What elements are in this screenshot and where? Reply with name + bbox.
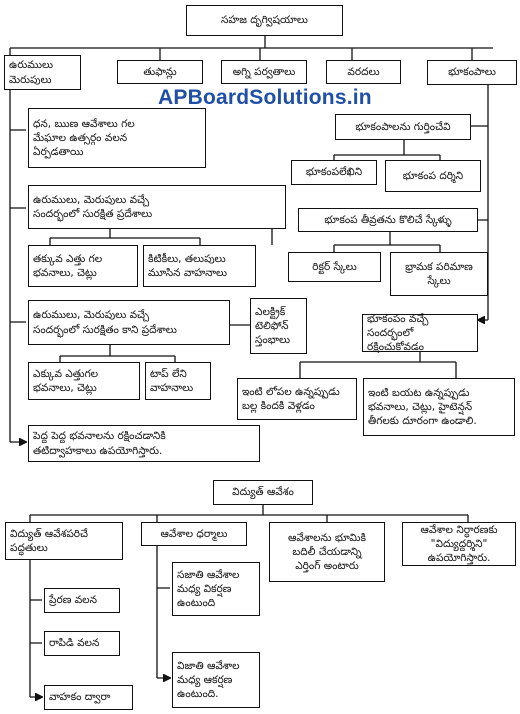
seismoscope: భూకంప దర్శిని (385, 160, 481, 192)
safe-places-heading: ఉరుములు, మెరుపులు వచ్చే సందర్భంలో సురక్ష… (28, 185, 286, 229)
charging-methods-heading: విద్యుత్ ఆవేశపరిచే పద్ధతులు (5, 522, 123, 560)
unsafe-places-heading: ఉరుములు, మెరుపులు వచ్చే సందర్భంలో సురక్ష… (28, 300, 230, 345)
electric-charge-title: విద్యుత్ ఆవేశం (213, 480, 313, 505)
watermark-logo: APBoardSolutions.in (158, 86, 372, 109)
indoors-protection: ఇంటి లోపల ఉన్నప్పుడు బల్ల కిందకి వెళ్లడం (237, 378, 357, 420)
like-charges-repel: సజాతి ఆవేశాల మధ్య వికర్షణ ఉంటుంది (172, 562, 260, 616)
earthing-definition: ఆవేశాలను భూమికి బదిలీ చేయడాన్ని ఎర్తింగ్… (269, 522, 385, 582)
safe-closed-vehicles: కిటికీలు, తలుపులు మూసిన వాహనాలు (143, 245, 256, 287)
intensity-scales: భూకంప తీవ్రతను కొలిచే స్కేళ్ళు (298, 208, 478, 232)
category-volcanoes: అగ్ని పర్వతాలు (221, 60, 307, 84)
richter-scale: రిక్టర్ స్కేలు (288, 252, 381, 282)
seismograph: భూకంపలేఖిని (291, 160, 377, 185)
charge-properties-heading: ఆవేశాల ధర్మాలు (141, 522, 247, 546)
category-lightning: ఉరుములు మెరుపులు (4, 55, 81, 90)
charging-friction: రాపిడి వలన (44, 631, 120, 656)
charging-induction: ప్రేరణ వలన (44, 588, 120, 613)
unlike-charges-attract: విజాతి ఆవేశాల మధ్య ఆకర్షణ ఉంటుంది. (172, 652, 260, 708)
unsafe-open-vehicles: టాప్ లేని వాహనాలు (145, 362, 211, 400)
safe-low-buildings: తక్కువ ఎత్తు గల భవనాలు, చెట్లు (28, 245, 138, 287)
electroscope-usage: ఆవేశాల నిర్ధారణకు "విద్యుద్దర్శిని" ఉపయో… (402, 522, 516, 566)
unsafe-poles: ఎలక్ట్రిక్ టెలిఫోన్ స్తంభాలు (250, 298, 307, 354)
charging-conduction: వాహకం ద్వారా (44, 685, 133, 710)
category-storms: తుఫాన్లు (117, 60, 203, 84)
lightning-cause: ధన, ఋణ ఆవేశాలు గల మేఘాల ఉత్సర్గం వలన ఏర్… (28, 108, 206, 168)
magnitude-scale: భ్రామక పరిమాణ స్కేలు (390, 252, 488, 296)
category-earthquakes: భూకంపాలు (427, 60, 517, 85)
category-floods: వరదలు (326, 60, 401, 84)
natural-phenomena-title: సహజ దృగ్విషయాలు (186, 5, 343, 36)
outdoors-protection: ఇంటి బయట ఉన్నప్పుడు భవనాలు, చెట్లు, హైటె… (363, 378, 515, 436)
unsafe-tall-buildings: ఎక్కువ ఎత్తుగల భవనాలు, చెట్లు (28, 362, 140, 400)
lightning-conductor-note: పెద్ద పెద్ద భవనాలను రక్షించడానికి తటిద్వ… (28, 425, 260, 462)
earthquake-protection-heading: భూకంపం వచ్చే సందర్భంలో రక్షించుకోవడం (362, 313, 478, 353)
earthquake-detection: భూకంపాలను గుర్తించేవి (335, 114, 471, 140)
